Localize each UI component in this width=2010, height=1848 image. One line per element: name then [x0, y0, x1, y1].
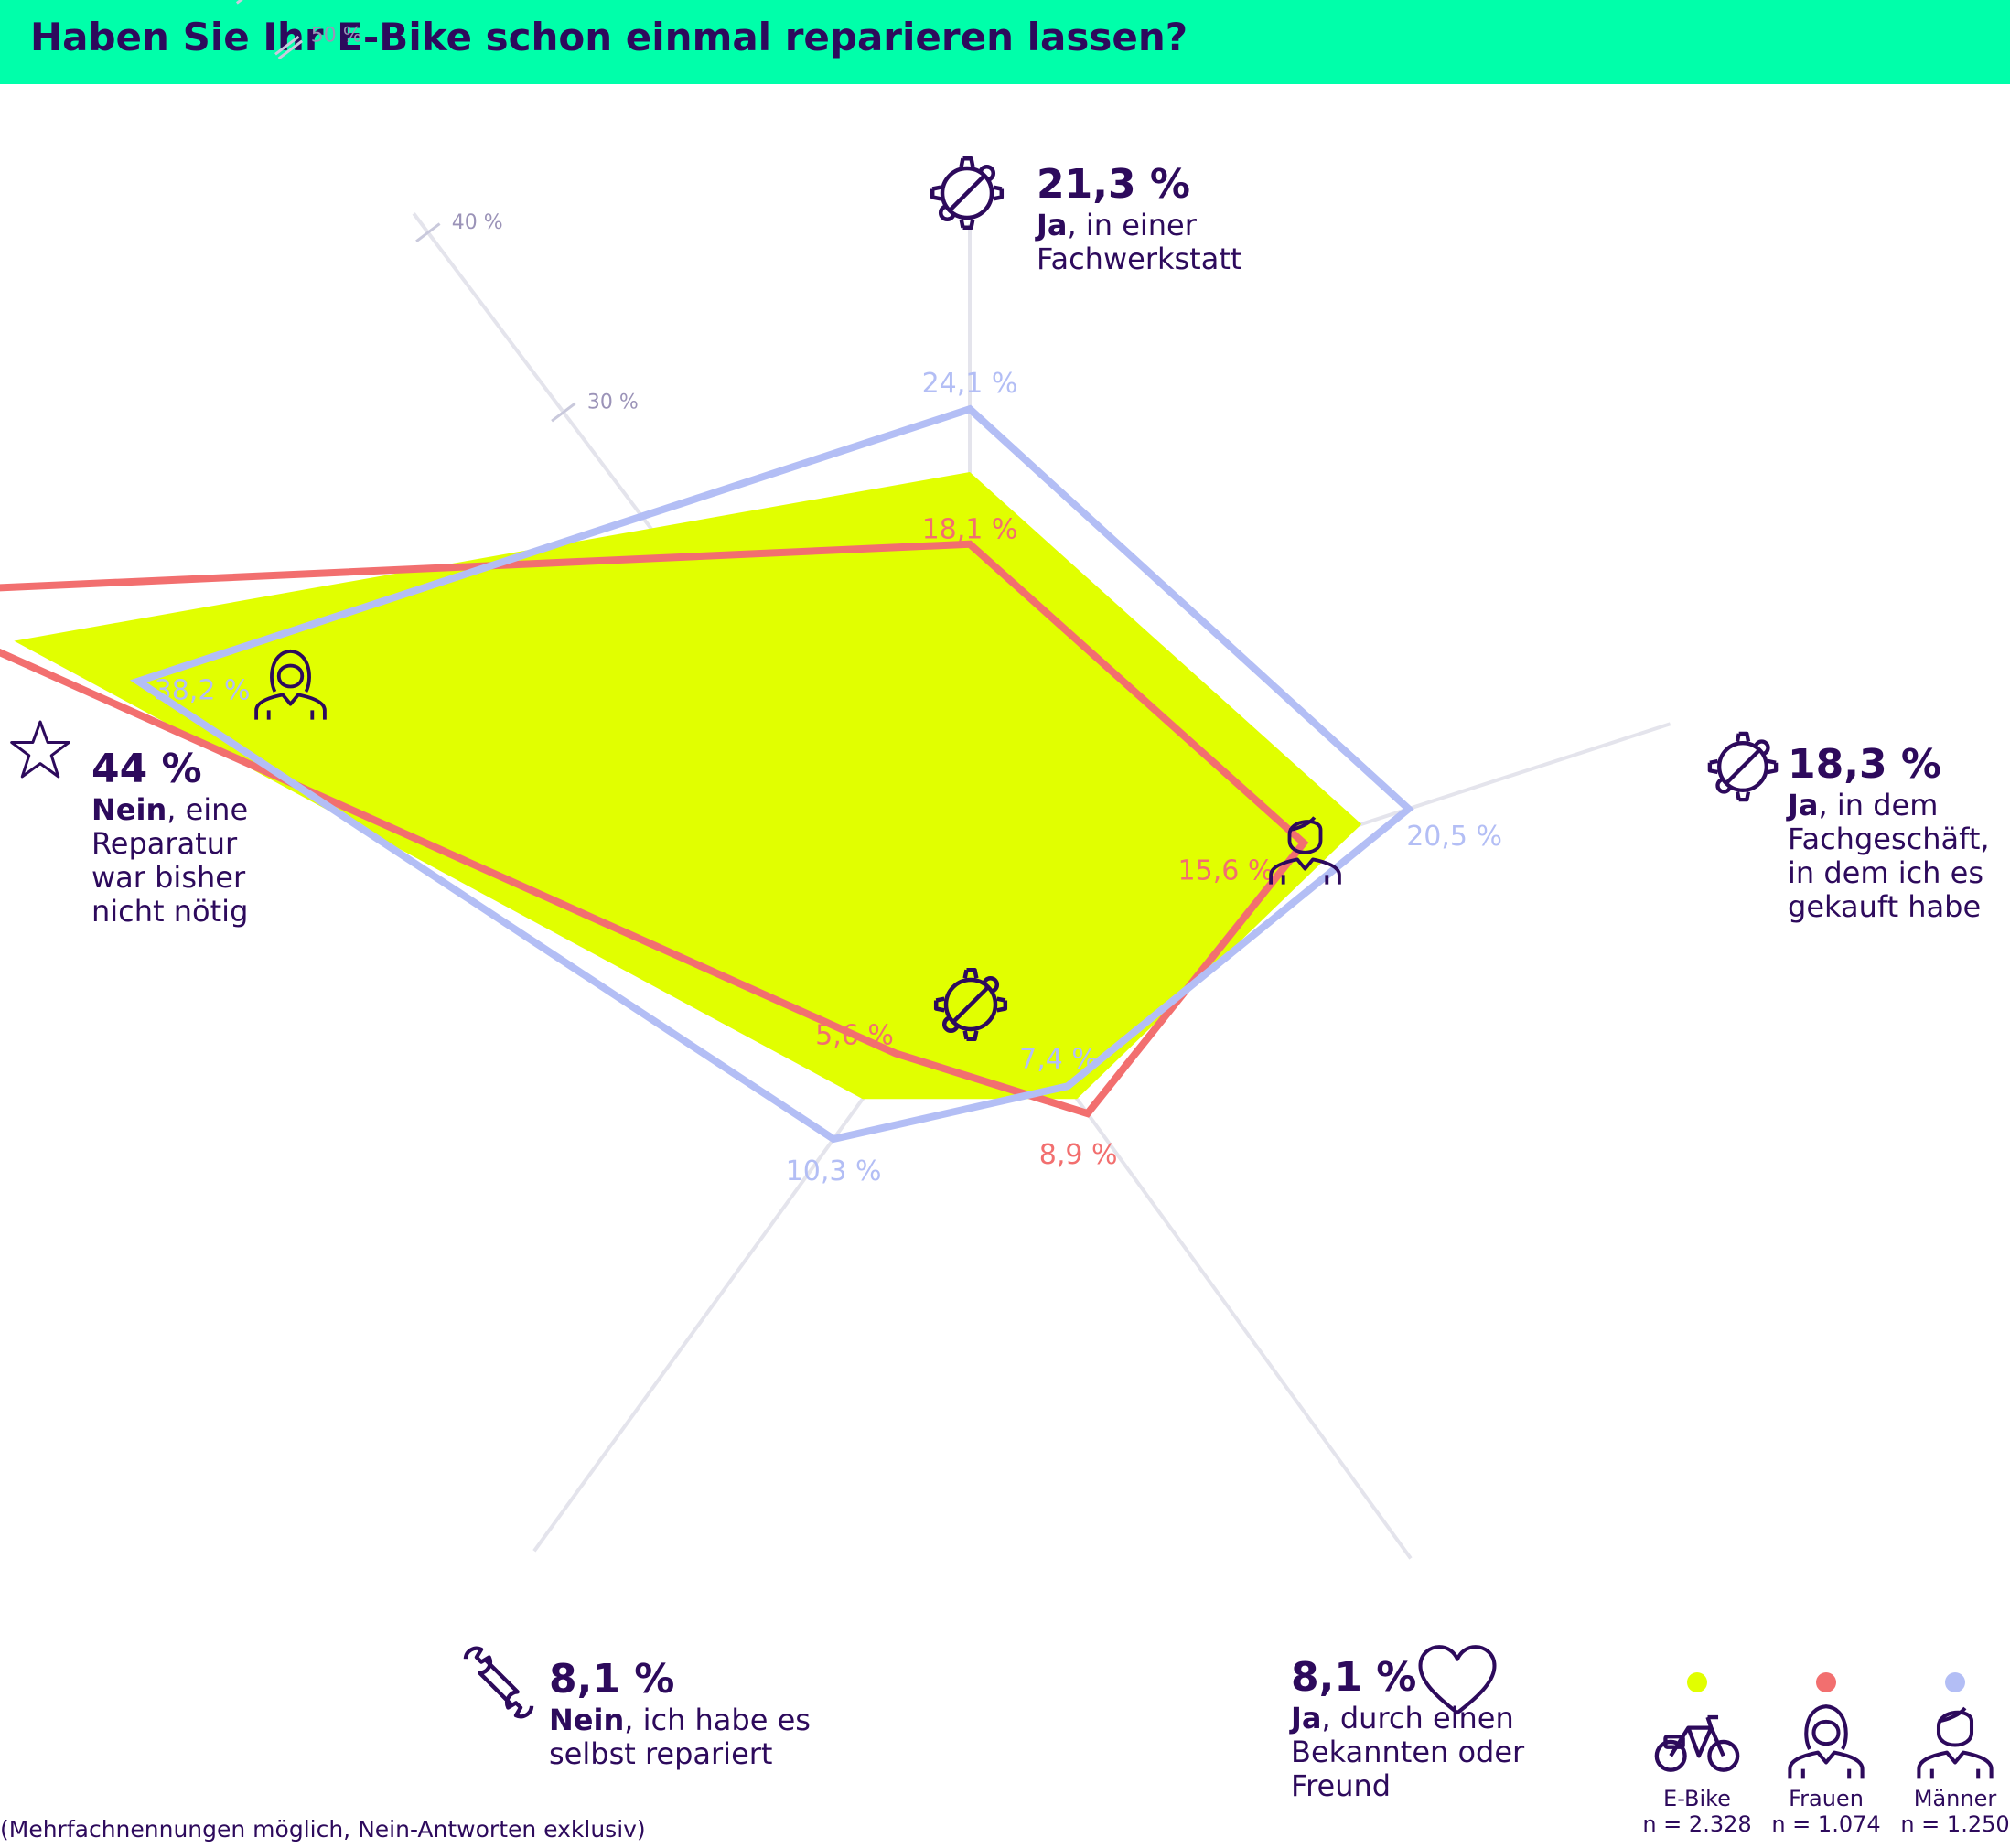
- wrench-icon: [463, 1646, 534, 1719]
- scale-tick: [551, 402, 576, 423]
- legend-sample-size: n = 2.328: [1642, 1811, 1752, 1837]
- scale-break-tick: [277, 39, 304, 60]
- series-area-ebike: [14, 472, 1362, 1100]
- data-label-maenner: 38,2 %: [155, 675, 251, 707]
- legend-sample-size: n = 1.074: [1771, 1811, 1881, 1837]
- category-text: , in einer Fachwerkstatt: [1037, 208, 1242, 276]
- legend-sample-size: n = 1.250: [1900, 1811, 2010, 1837]
- scale-label: 40 %: [452, 211, 503, 234]
- series-line-frauen: [0, 540, 1309, 1118]
- data-label-frauen: 18,1 %: [922, 514, 1018, 546]
- scale-tick: [415, 222, 441, 242]
- data-label-maenner: 24,1 %: [922, 368, 1018, 400]
- category-pct: 18,3 %: [1788, 741, 1941, 788]
- man-icon: [1917, 1706, 1994, 1779]
- legend-label: Frauen: [1789, 1786, 1864, 1811]
- legend-label: Männer: [1913, 1786, 1997, 1811]
- legend-item-ebike: E-Bike n = 2.328: [1642, 1672, 1752, 1837]
- data-label-maenner: 10,3 %: [786, 1155, 882, 1187]
- category-label-fachwerkstatt: 21,3 % Ja, in einer Fachwerkstatt: [1037, 161, 1338, 276]
- category-text: , in dem Fachgeschäft, in dem ich es gek…: [1788, 788, 1990, 924]
- gear-wrench-icon: [1707, 731, 1779, 802]
- category-label-fachgeschaeft: 18,3 % Ja, in dem Fachgeschäft, in dem i…: [1788, 741, 2007, 924]
- category-label-bekannte: 8,1 % Ja, durch einen Bekannten oder Fre…: [1291, 1654, 1565, 1803]
- data-label-maenner: 7,4 %: [1019, 1043, 1098, 1075]
- legend-dot-frauen: [1816, 1672, 1836, 1692]
- footnote: (Mehrfachnennungen möglich, Nein-Antwort…: [0, 1816, 646, 1843]
- scale-label: 50 %: [311, 25, 362, 48]
- category-text: , eine Reparatur war bisher nicht nötig: [91, 792, 249, 929]
- woman-icon: [1788, 1704, 1865, 1779]
- data-label-frauen: 5,6 %: [815, 1019, 894, 1051]
- category-answer: Ja: [1037, 208, 1068, 242]
- category-label-nicht-noetig: 44 % Nein, eine Reparatur war bisher nic…: [91, 746, 284, 929]
- legend-dot-ebike: [1687, 1672, 1707, 1692]
- category-pct: 21,3 %: [1037, 161, 1190, 208]
- man-icon: [1269, 816, 1341, 885]
- category-answer: Ja: [1788, 788, 1819, 822]
- legend-item-frauen: Frauen n = 1.074: [1771, 1672, 1881, 1837]
- scale-tick: [235, 0, 243, 5]
- data-label-maenner: 20,5 %: [1406, 821, 1502, 853]
- category-pct: 44 %: [91, 746, 202, 792]
- category-answer: Nein: [91, 792, 167, 827]
- category-pct: 8,1 %: [1291, 1654, 1417, 1701]
- scale-tick: [274, 35, 300, 56]
- legend-item-maenner: Männer n = 1.250: [1900, 1672, 2010, 1837]
- category-answer: Nein: [549, 1703, 625, 1737]
- category-text: , durch einen Bekannten oder Freund: [1291, 1701, 1525, 1803]
- legend-dot-maenner: [1945, 1672, 1965, 1692]
- star-icon: [10, 720, 70, 779]
- scale-label: 30 %: [587, 392, 639, 414]
- chart-title: Haben Sie Ihr E-Bike schon einmal repari…: [30, 15, 1188, 59]
- gear-wrench-icon: [930, 156, 1005, 231]
- center-gear-wrench-icon: [933, 967, 1008, 1042]
- category-label-selbst: 8,1 % Nein, ich habe es selbst repariert: [549, 1656, 823, 1771]
- category-pct: 8,1 %: [549, 1656, 675, 1703]
- legend-label: E-Bike: [1663, 1786, 1731, 1811]
- header-bar: Haben Sie Ihr E-Bike schon einmal repari…: [0, 0, 2010, 84]
- series-line-maenner: [129, 404, 1414, 1144]
- data-label-frauen: 15,6 %: [1178, 854, 1274, 886]
- category-answer: Ja: [1291, 1701, 1322, 1735]
- woman-icon: [254, 649, 327, 720]
- bicycle-icon: [1654, 1714, 1740, 1772]
- data-label-frauen: 8,9 %: [1039, 1139, 1118, 1171]
- heart-icon: [1418, 1645, 1497, 1715]
- category-text: , ich habe es selbst repariert: [549, 1703, 811, 1771]
